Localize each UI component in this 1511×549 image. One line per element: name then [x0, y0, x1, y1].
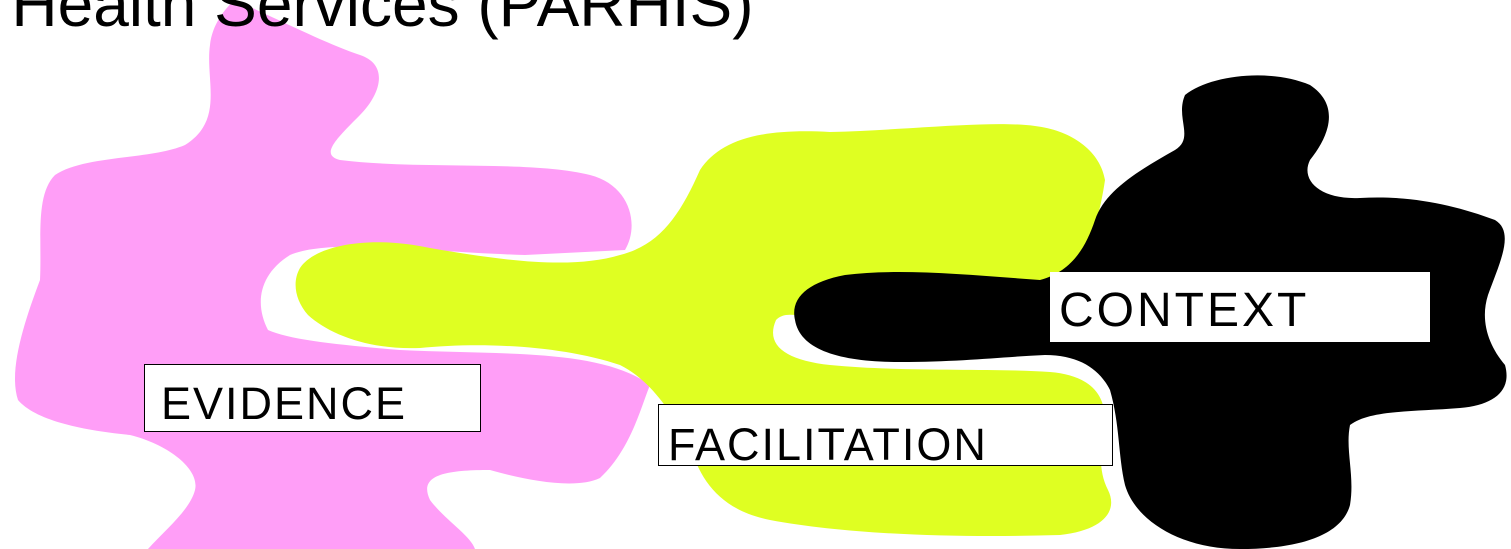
slide-title: n Health Services (PARHIS) — [0, 0, 754, 40]
facilitation-label: FACILITATION — [658, 404, 1113, 467]
context-label: CONTEXT — [1050, 272, 1430, 342]
evidence-label: EVIDENCE — [144, 364, 481, 432]
